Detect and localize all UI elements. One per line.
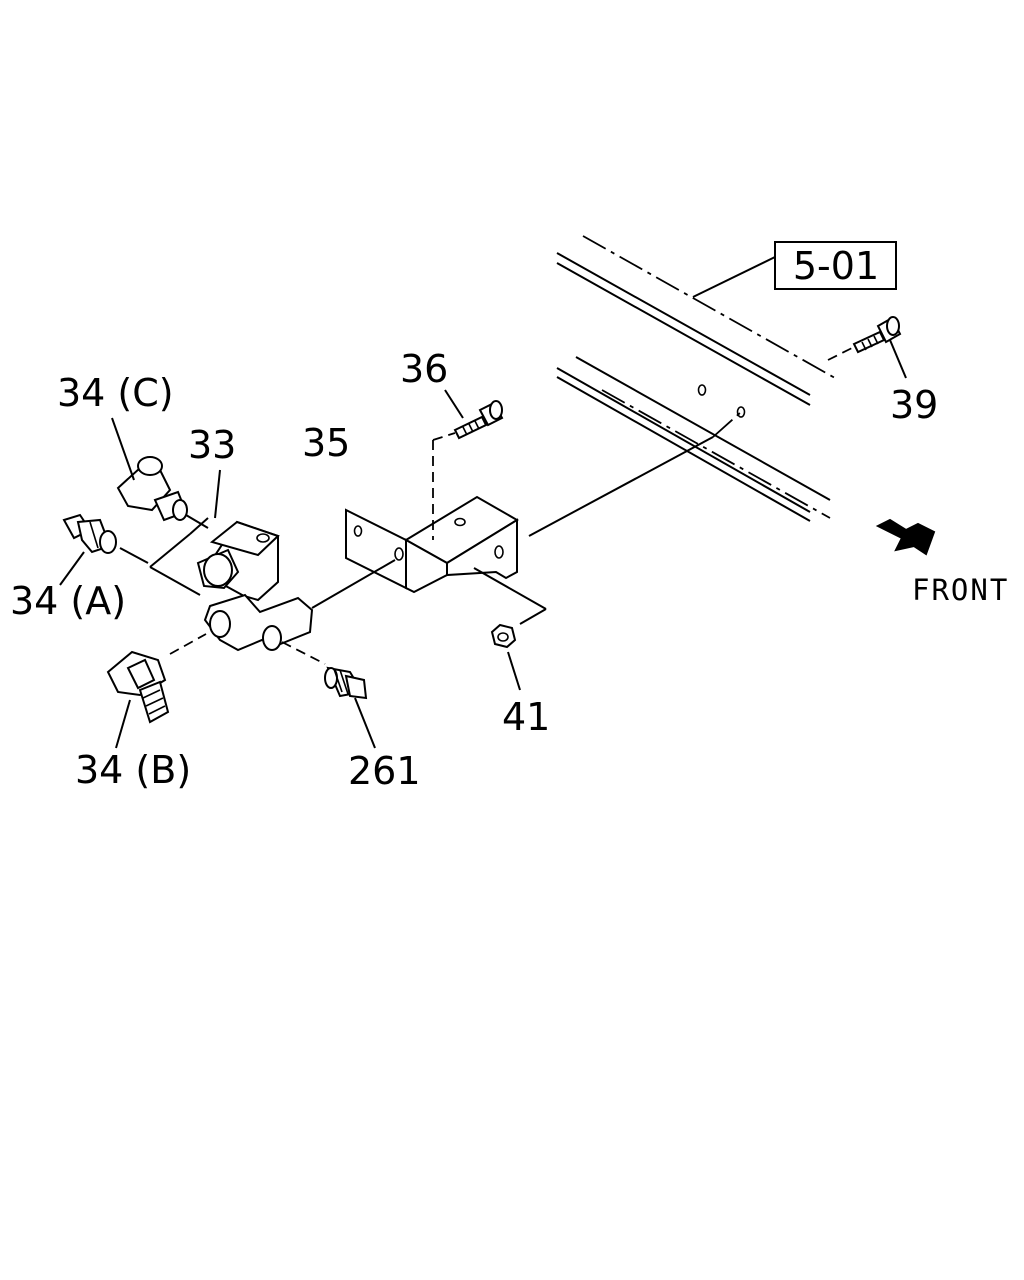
frame-rail <box>556 235 836 522</box>
bracket-35 <box>345 411 742 594</box>
bolt-36 <box>432 389 504 540</box>
fitting-34b <box>106 633 207 749</box>
nut-41 <box>473 567 547 691</box>
label-34a: 34 (A) <box>10 579 126 623</box>
fitting-34a <box>59 513 149 586</box>
label-39: 39 <box>890 383 938 427</box>
label-34b: 34 (B) <box>75 748 191 792</box>
front-arrow-icon <box>875 518 936 556</box>
label-34c: 34 (C) <box>57 371 174 415</box>
valve-33 <box>149 469 396 652</box>
label-41: 41 <box>502 695 550 739</box>
front-label: FRONT <box>912 573 1009 607</box>
reference-box[interactable]: 5-01 <box>774 241 897 290</box>
label-33: 33 <box>188 423 236 467</box>
label-35: 35 <box>302 421 350 465</box>
bolt-39 <box>827 316 907 379</box>
label-261: 261 <box>348 749 421 793</box>
front-indicator: FRONT <box>875 518 1009 607</box>
label-36: 36 <box>400 347 448 391</box>
fitting-34c <box>111 417 209 529</box>
plug-261 <box>281 641 376 749</box>
reference-box-label: 5-01 <box>793 244 879 288</box>
